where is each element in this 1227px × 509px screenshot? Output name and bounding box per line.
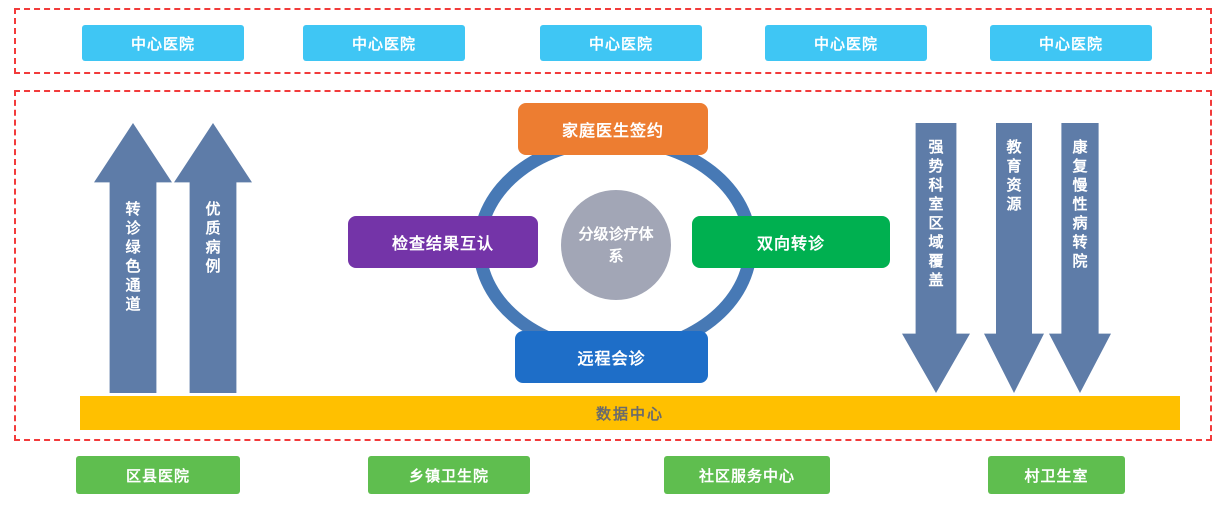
top-dashed-container xyxy=(14,8,1212,74)
down-arrow-label-3: 康复慢性病转院 xyxy=(1070,139,1089,272)
central-hospital-label-1: 中心医院 xyxy=(130,34,195,53)
central-hospital-box-1: 中心医院 xyxy=(82,25,244,61)
up-arrow-label-1: 转诊绿色通道 xyxy=(123,201,142,315)
node-left-label: 检查结果互认 xyxy=(391,234,494,253)
central-hospital-label-4: 中心医院 xyxy=(813,34,878,53)
community-service-center-box: 社区服务中心 xyxy=(664,456,830,494)
township-health-center-box: 乡镇卫生院 xyxy=(368,456,530,494)
township-health-center-label: 乡镇卫生院 xyxy=(408,466,489,485)
down-arrow-label-1: 强势科室区域覆盖 xyxy=(926,139,945,291)
data-center-bar: 数据中心 xyxy=(80,396,1180,430)
hub-circle: 分级诊疗体系 xyxy=(561,190,671,300)
central-hospital-label-2: 中心医院 xyxy=(351,34,416,53)
node-right-label: 双向转诊 xyxy=(756,234,825,253)
node-family-doctor-signing: 家庭医生签约 xyxy=(518,103,708,155)
district-county-hospital-label: 区县医院 xyxy=(125,466,190,485)
hub-label: 分级诊疗体系 xyxy=(578,224,654,266)
central-hospital-label-3: 中心医院 xyxy=(588,34,653,53)
node-bottom-label: 远程会诊 xyxy=(577,349,646,368)
data-center-label: 数据中心 xyxy=(595,404,664,423)
up-arrow-label-2: 优质病例 xyxy=(203,201,222,277)
main-dashed-container xyxy=(14,90,1212,441)
node-result-mutual-recognition: 检查结果互认 xyxy=(348,216,538,268)
node-two-way-referral: 双向转诊 xyxy=(692,216,890,268)
central-hospital-box-5: 中心医院 xyxy=(990,25,1152,61)
down-arrow-label-2: 教育资源 xyxy=(1004,139,1023,215)
central-hospital-box-4: 中心医院 xyxy=(765,25,927,61)
central-hospital-box-3: 中心医院 xyxy=(540,25,702,61)
community-service-center-label: 社区服务中心 xyxy=(698,466,795,485)
node-top-label: 家庭医生签约 xyxy=(561,121,664,140)
central-hospital-box-2: 中心医院 xyxy=(303,25,465,61)
central-hospital-label-5: 中心医院 xyxy=(1038,34,1103,53)
district-county-hospital-box: 区县医院 xyxy=(76,456,240,494)
node-remote-consultation: 远程会诊 xyxy=(515,331,708,383)
village-clinic-label: 村卫生室 xyxy=(1024,466,1089,485)
village-clinic-box: 村卫生室 xyxy=(988,456,1125,494)
